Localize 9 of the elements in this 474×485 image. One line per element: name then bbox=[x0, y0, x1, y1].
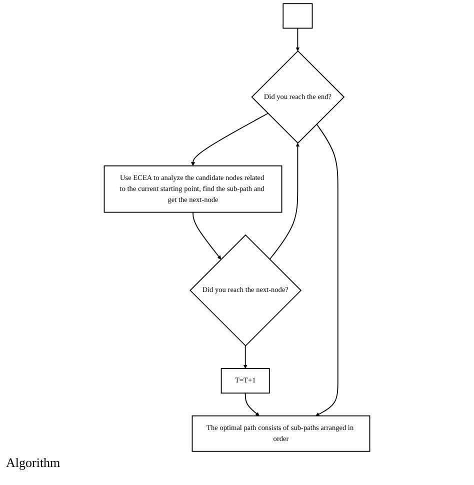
arrow bbox=[243, 345, 248, 369]
arrow bbox=[296, 28, 300, 52]
arrow bbox=[244, 392, 260, 416]
arrow bbox=[191, 112, 268, 166]
arrow bbox=[269, 142, 300, 260]
caption: Algorithm bbox=[5, 455, 62, 471]
arrow bbox=[192, 212, 222, 260]
node-box bbox=[282, 3, 313, 29]
arrow bbox=[315, 124, 338, 416]
